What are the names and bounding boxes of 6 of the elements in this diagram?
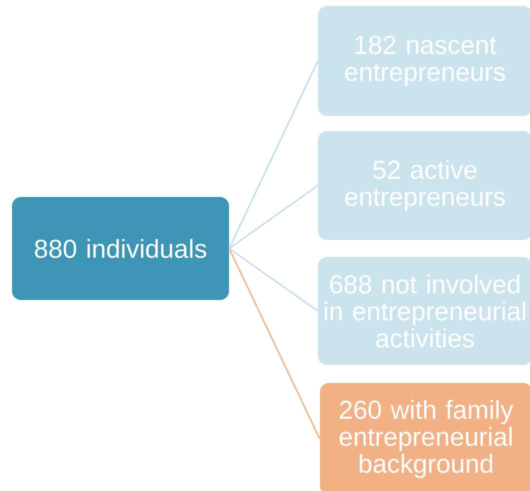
highlight-box: 260 with family entrepreneurial background bbox=[320, 383, 530, 491]
connector-line bbox=[228, 184, 318, 250]
connector-line bbox=[228, 248, 318, 312]
connector-line bbox=[228, 60, 319, 249]
root-box: 880 individuals bbox=[12, 197, 229, 300]
connector-line bbox=[228, 248, 321, 440]
